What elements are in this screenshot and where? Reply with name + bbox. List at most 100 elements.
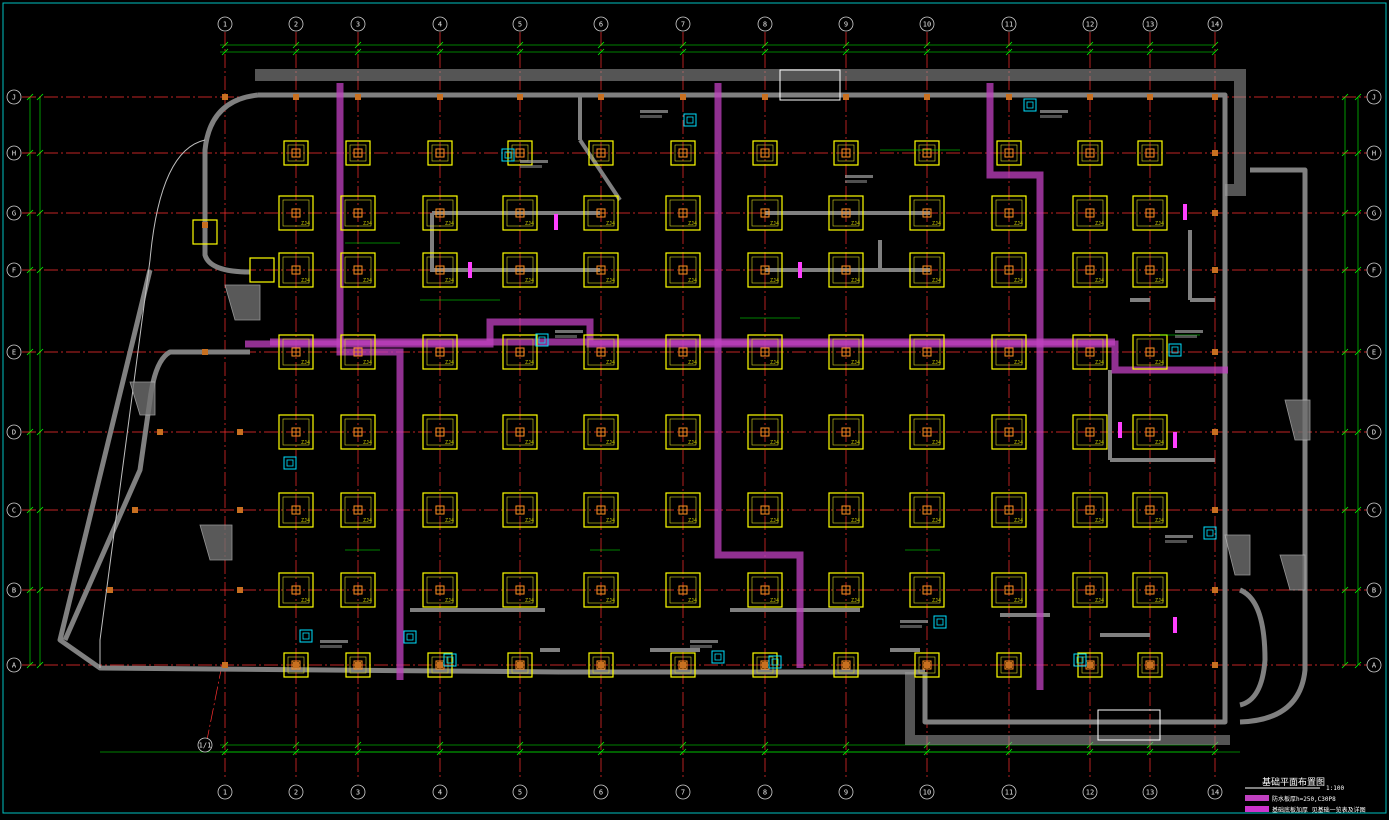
footing-tag: ZJ4 [525,598,534,604]
footing-outer [583,414,619,450]
note-text-block [690,645,712,648]
footing-inner-line [1081,656,1099,674]
dim-tick [1354,661,1362,669]
footing-inner-line [832,256,860,284]
footing-tag: ZJ4 [688,221,697,227]
footing-outer [422,195,458,231]
footing-tag: ZJ4 [688,440,697,446]
axis-bubble-left-B-label: B [12,587,16,595]
dim-tick [1354,428,1362,436]
axis-bubble-right-C-label: C [1372,507,1376,515]
footing-inner-line [426,418,454,446]
wall-column [1212,507,1218,513]
opening-mark [1168,343,1182,357]
footing-inner-line [1141,656,1159,674]
footing-outer [583,195,619,231]
footing-outer [828,492,864,528]
footing-inner-line [587,199,615,227]
wall-column [437,662,443,668]
dim-tick [1146,48,1154,56]
footing-tag: ZJ4 [301,360,310,366]
footing-inner-line [344,338,372,366]
axis-bubble-bottom-4-label: 4 [438,789,442,797]
axis-bubble-left-E-label: E [12,349,16,357]
footing-inner-line [506,496,534,524]
hatched-pit [1284,399,1311,441]
dim-tick [1086,748,1094,756]
thickening-mark [1183,204,1187,220]
dim-tick [1354,149,1362,157]
footing-tag: ZJ4 [1155,221,1164,227]
axis-bubble-bottom-10-label: 10 [923,789,931,797]
footing-outer [833,140,859,166]
footing-outer [1072,334,1108,370]
footing-outer [283,652,309,678]
footing-inner-line [1136,418,1164,446]
footing-tag: ZJ4 [851,440,860,446]
note-text-block [1040,110,1068,113]
footing-outer [833,652,859,678]
footing-inner-line [506,256,534,284]
footing-inner-line [832,576,860,604]
dim-tick [516,48,524,56]
footing-inner-line [349,656,367,674]
footing-outer [502,195,538,231]
axis-bubble-left-C-circle [6,502,22,518]
footing-outer [502,414,538,450]
wall-column [762,94,768,100]
footing-outer [828,334,864,370]
thickening-mark [1173,617,1177,633]
axis-bubble-left-A-circle [6,657,22,673]
footing-inner-line [995,576,1023,604]
footing-outer [1137,652,1163,678]
axis-bubble-left-C-label: C [12,507,16,515]
footing-tag: ZJ4 [1014,278,1023,284]
footing-tag: ZJ4 [932,440,941,446]
hatched-pit [1279,554,1306,591]
opening-mark [711,650,725,664]
footing-tag: ZJ4 [851,598,860,604]
footing-tag: ZJ4 [1095,360,1104,366]
axis-bubble-right-D-circle [1366,424,1382,440]
footing-inner-line [426,338,454,366]
axis-bubble-right-F-circle [1366,262,1382,278]
footing-outer [278,195,314,231]
note-text-block [690,640,718,643]
footing-tag: ZJ4 [851,221,860,227]
footing-inner-line [751,496,779,524]
axis-bubble-right-B-circle [1366,582,1382,598]
footing-inner-line [995,496,1023,524]
footing-tag: ZJ4 [606,598,615,604]
note-text-block [520,160,548,163]
footing-inner-line [995,199,1023,227]
footing-inner-line [674,656,692,674]
footing-inner-line [995,256,1023,284]
axis-bubble-top-8-circle [757,16,773,32]
footing-outer [502,572,538,608]
note-text-block [1175,335,1197,338]
legend-label-1: 防水板厚h=250,C30P8 [1272,795,1336,803]
footing-outer [909,492,945,528]
axis-bubble-top-14-circle [1207,16,1223,32]
axis-bubble-right-A-label: A [1372,662,1377,670]
footing-outer [422,492,458,528]
footing-tag: ZJ4 [363,278,372,284]
footing-inner-line [1076,418,1104,446]
footing-outer [502,334,538,370]
wall-column [843,94,849,100]
axis-bubble-right-H-circle [1366,145,1382,161]
note-text-block [320,640,348,643]
footing-inner-line [1076,338,1104,366]
footing-outer [422,252,458,288]
footing-tag: ZJ4 [932,598,941,604]
footing-inner-line [349,144,367,162]
note-text-block [900,620,928,623]
footing-inner-line [669,338,697,366]
axis-bubble-left-J-label: J [12,94,16,102]
footing-outer [427,140,453,166]
footing-tag: ZJ4 [1014,598,1023,604]
axis-bubble-bottom-3-circle [350,784,366,800]
wall-column [107,587,113,593]
